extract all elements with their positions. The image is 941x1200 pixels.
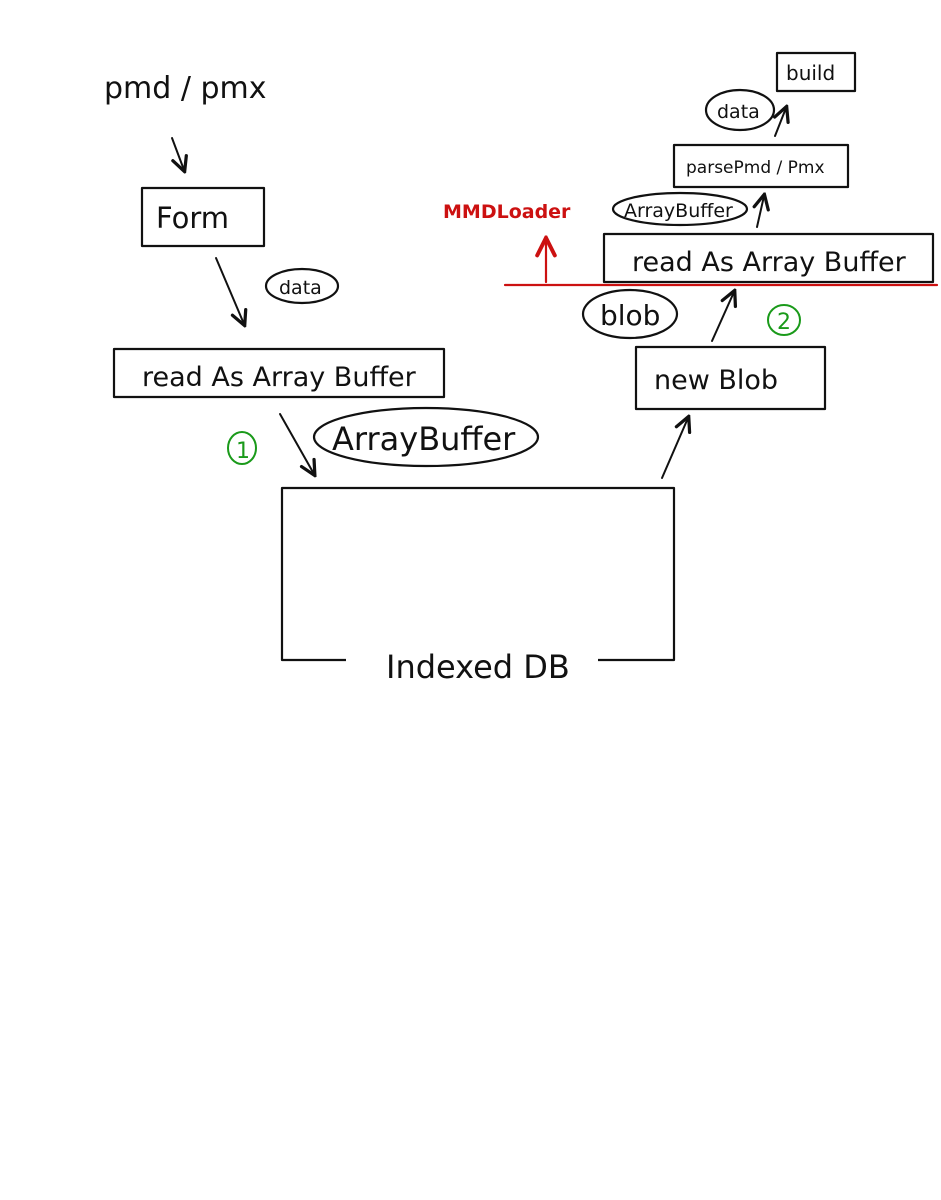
blob-oval: [581, 288, 679, 340]
arrow-blob-to-read: [711, 292, 734, 342]
arrow-source-to-form: [171, 137, 184, 170]
read-right-box: [602, 232, 935, 284]
arraybuffer-oval-left: [312, 406, 540, 468]
data-label-left: data: [279, 277, 322, 299]
arrow-read-to-parse: [757, 196, 764, 228]
parse-box: [672, 143, 850, 189]
parse-label: parsePmd / Pmx: [686, 158, 825, 178]
source-label: pmd / pmx: [104, 71, 267, 106]
indexeddb-container: [280, 486, 676, 662]
indexeddb-label: Indexed DB: [386, 648, 570, 686]
new-blob-box: [634, 345, 827, 411]
arrow-parse-to-build: [775, 108, 786, 137]
mmdloader-label: MMDLoader: [443, 201, 571, 223]
data-oval-left: [264, 267, 340, 305]
arraybuffer-label-left: ArrayBuffer: [332, 420, 516, 458]
form-label: Form: [156, 201, 229, 235]
arrow-read-to-indexeddb: [279, 413, 314, 474]
read-right-label: read As Array Buffer: [632, 247, 907, 278]
read-left-label: read As Array Buffer: [142, 362, 417, 393]
step2-label: 2: [777, 310, 791, 335]
data-label-right: data: [717, 101, 760, 123]
step1-label: 1: [236, 439, 250, 464]
arrow-indexeddb-to-blob: [661, 418, 688, 479]
new-blob-label: new Blob: [654, 365, 778, 396]
arrow-form-to-read: [215, 257, 244, 324]
build-label: build: [786, 61, 835, 85]
step2-marker: [767, 304, 801, 336]
blob-label: blob: [600, 299, 660, 332]
read-left-box: [112, 347, 446, 399]
arraybuffer-label-right: ArrayBuffer: [624, 200, 733, 222]
arraybuffer-oval-right: [611, 191, 749, 227]
build-box: [775, 51, 857, 93]
form-box: [140, 186, 266, 248]
step1-marker: [227, 431, 257, 465]
